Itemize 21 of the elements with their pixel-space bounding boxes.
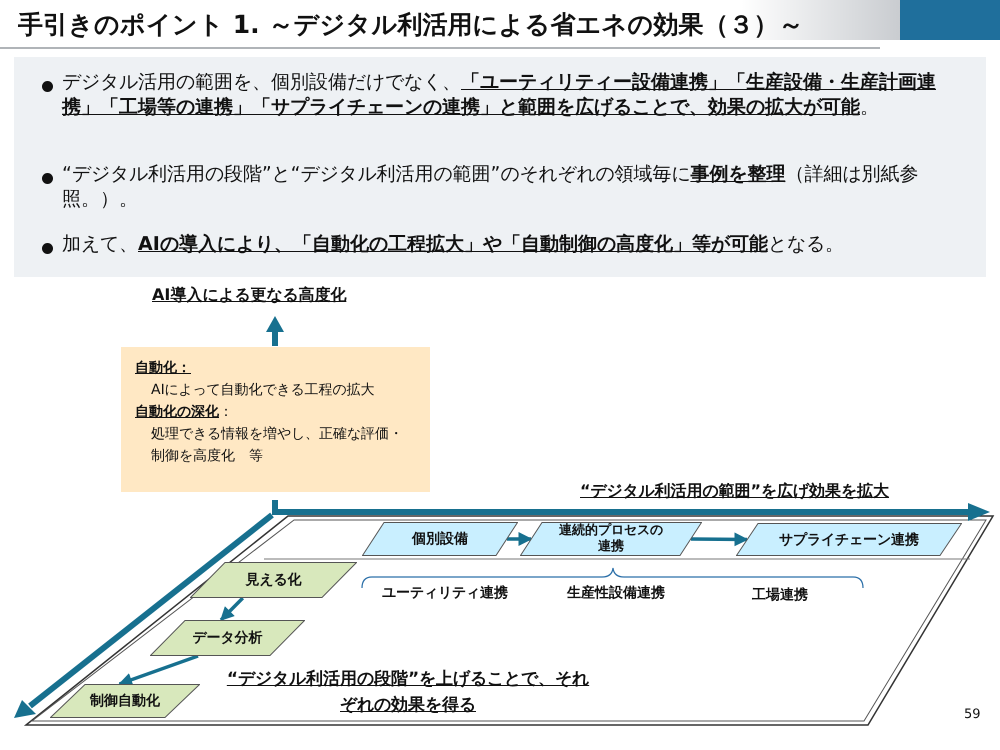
bullet-text: “デジタル利活用の段階”と“デジタル利活用の範囲”のそれぞれの領域毎に事例を整理（詳細は別紙参照。）。 (62, 162, 920, 212)
scope-label: 工場連携 (752, 586, 808, 604)
axis-caption: AI導入による更なる高度化 (152, 285, 346, 306)
page-number: 59 (964, 707, 981, 722)
scope-label: ユーティリティ連携 (382, 584, 508, 602)
note-box: 自動化： AIによって自動化できる工程の拡大 自動化の深化： 処理できる情報を増やし、正確な評価・制御を高度化 等 (121, 347, 430, 492)
arrow (507, 532, 532, 546)
process-parallelogram: サプライチェーン連携 (736, 523, 962, 556)
process-parallelogram: 見える化 (190, 562, 357, 598)
process-parallelogram: 個別設備 (362, 522, 518, 556)
arrow (118, 654, 199, 686)
arrow (690, 532, 748, 546)
process-parallelogram: 制御自動化 (50, 684, 200, 718)
bullet-text: デジタル活用の範囲を、個別設備だけでなく、「ユーティリティー設備連携」「生産設備・生産計画連携」「工場等の連携」「サプライチェーンの連携」と範囲を広げることで、効果の拡大が可能。 (62, 70, 937, 120)
bullet-text: 加えて、AIの導入により、「自動化の工程拡大」や「自動制御の高度化」等が可能となる。 (62, 232, 845, 257)
axis-caption: “デジタル利活用の範囲”を広げ効果を拡大 (580, 481, 890, 502)
arrow (220, 596, 244, 622)
process-parallelogram: データ分析 (150, 620, 305, 656)
slide-title: 手引きのポイント 1. ～デジタル利活用による省エネの効果（３）～ (18, 9, 804, 41)
axis-caption: “デジタル利活用の段階”を上げることで、それぞれの効果を得る (226, 668, 590, 717)
scope-label: 生産性設備連携 (567, 584, 665, 602)
